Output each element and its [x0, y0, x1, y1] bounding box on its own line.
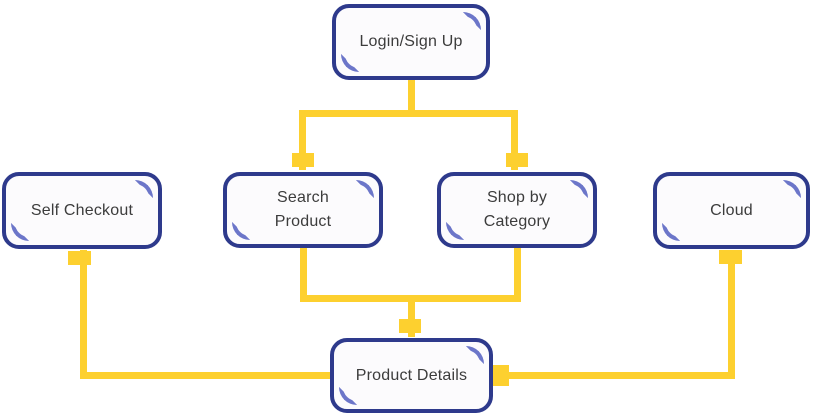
- corner-arc-bottom-left: [11, 223, 29, 241]
- node-login: Login/Sign Up: [332, 4, 490, 80]
- corner-arc-bottom-left: [662, 223, 680, 241]
- edge-selfcheckout-down-vertical: [80, 250, 87, 379]
- corner-arc-top-right: [570, 180, 588, 198]
- connector-pad-product-right: [492, 365, 509, 386]
- corner-arc-top-right: [466, 346, 484, 364]
- node-label-cloud: Cloud: [710, 201, 753, 219]
- corner-arc-top-right: [135, 180, 153, 198]
- edge-selfcheckout-to-product-horizontal: [80, 372, 332, 379]
- node-label-search-product: Search Product: [274, 189, 332, 230]
- corner-arc-top-right: [356, 180, 374, 198]
- edge-shopby-down-vertical: [514, 246, 521, 302]
- corner-arc-bottom-left: [446, 222, 464, 240]
- connector-pad-shopby-top: [506, 153, 528, 167]
- edge-merge-to-product-vertical: [408, 295, 415, 337]
- edge-cloud-down-vertical: [728, 250, 735, 379]
- node-self-checkout: Self Checkout: [2, 172, 162, 249]
- edge-search-down-vertical: [300, 246, 307, 302]
- connector-pad-selfcheckout-bottom: [68, 251, 91, 265]
- node-cloud: Cloud: [653, 172, 810, 249]
- node-label-self-checkout: Self Checkout: [30, 201, 134, 219]
- connector-pad-search-top: [292, 153, 314, 167]
- connector-pad-cloud-bottom: [719, 250, 742, 264]
- corner-arc-top-right: [463, 12, 481, 30]
- corner-arc-bottom-left: [232, 222, 250, 240]
- node-shop-by-category: Shop by Category: [437, 172, 597, 248]
- node-label-product-details: Product Details: [355, 366, 468, 384]
- node-label-shop-by-category: Shop by Category: [483, 189, 551, 230]
- edge-branch-to-shopby-vertical: [511, 110, 518, 170]
- edge-branch-to-search-vertical: [299, 110, 306, 170]
- corner-arc-bottom-left: [339, 387, 357, 405]
- edge-login-branch-horizontal: [299, 110, 518, 117]
- node-label-login: Login/Sign Up: [359, 33, 463, 50]
- corner-arc-bottom-left: [341, 54, 359, 72]
- node-product-details: Product Details: [330, 338, 493, 413]
- node-search-product: Search Product: [223, 172, 383, 248]
- connector-pad-product-top: [399, 319, 421, 333]
- edge-login-down-vertical: [408, 78, 415, 117]
- corner-arc-top-right: [783, 180, 801, 198]
- edge-cloud-to-product-horizontal: [505, 372, 735, 379]
